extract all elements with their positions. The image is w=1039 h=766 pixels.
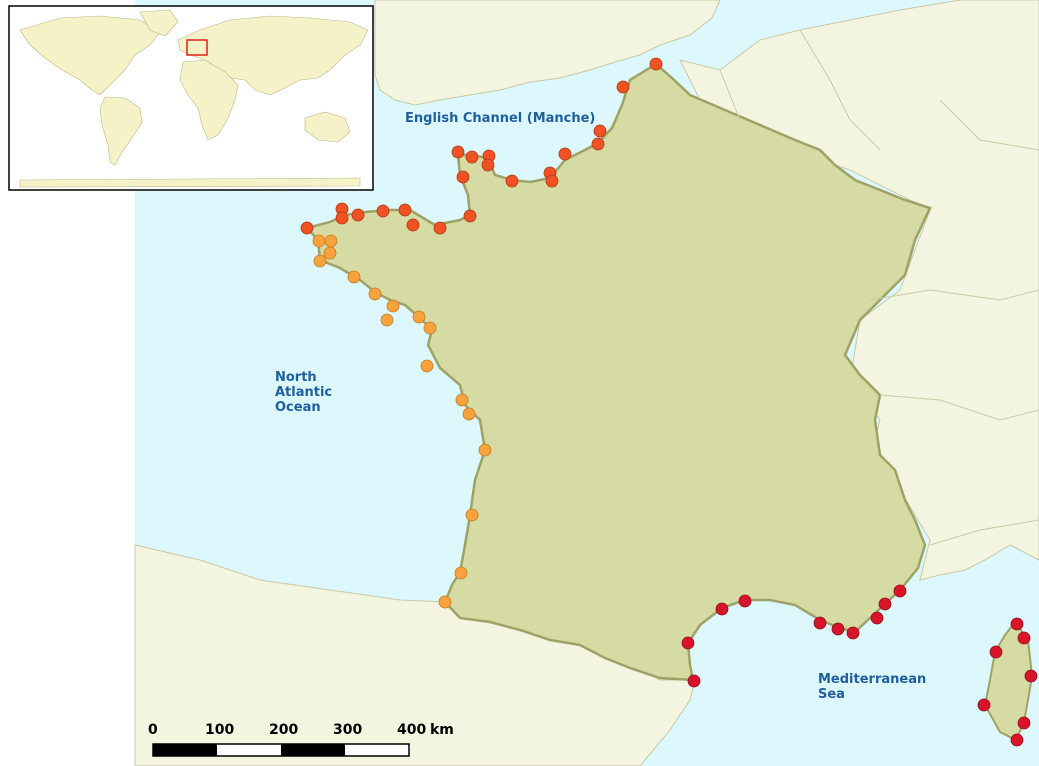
site-point (406, 218, 420, 232)
site-point (977, 698, 991, 712)
site-point (1017, 631, 1031, 645)
site-point (462, 407, 476, 421)
world-overview-icon (19, 15, 161, 96)
border-lines (719, 29, 1039, 546)
site-point (558, 147, 572, 161)
site-point (687, 674, 701, 688)
site-point (376, 204, 390, 218)
great-britain-land (374, 0, 721, 106)
site-point (347, 270, 361, 284)
site-point (813, 616, 827, 630)
scale-segment (281, 744, 345, 756)
site-point (681, 636, 695, 650)
site-point (423, 321, 437, 335)
site-point (386, 299, 400, 313)
site-point (989, 645, 1003, 659)
inset-highlight-box (186, 39, 208, 56)
scale-tick-100: 100 (205, 722, 234, 738)
site-point (412, 310, 426, 324)
site-point (505, 174, 519, 188)
site-point (463, 209, 477, 223)
site-point (1010, 733, 1024, 747)
scale-tick-200: 200 (269, 722, 298, 738)
site-point (433, 221, 447, 235)
site-point (454, 566, 468, 580)
inset-world-map (8, 5, 374, 191)
site-point (368, 287, 382, 301)
site-point (616, 80, 630, 94)
scale-segment (153, 744, 217, 756)
north-atlantic-label-1: North (275, 370, 317, 385)
site-point (1017, 716, 1031, 730)
site-point (323, 246, 337, 260)
site-point (312, 234, 326, 248)
atlantic-site-points (312, 234, 492, 609)
scale-tick-0: 0 (148, 722, 158, 738)
france-land (304, 62, 932, 682)
site-point (324, 234, 338, 248)
mediterranean-label-2: Sea (818, 687, 845, 702)
site-point (455, 393, 469, 407)
site-point (478, 443, 492, 457)
site-point (1010, 617, 1024, 631)
site-point (465, 150, 479, 164)
site-point (335, 211, 349, 225)
site-point (846, 626, 860, 640)
site-point (738, 594, 752, 608)
site-point (351, 208, 365, 222)
site-point (649, 57, 663, 71)
site-point (380, 313, 394, 327)
site-point (591, 137, 605, 151)
site-point (438, 595, 452, 609)
mediterranean-label-1: Mediterranean (818, 672, 926, 687)
site-point (456, 170, 470, 184)
scale-tick-300: 300 (333, 722, 362, 738)
scale-tick-400: 400 (397, 722, 426, 738)
site-point (465, 508, 479, 522)
mediterranean-site-points (681, 584, 1038, 747)
english-channel-label: English Channel (Manche) (405, 111, 595, 126)
site-point (481, 158, 495, 172)
site-point (545, 174, 559, 188)
site-point (593, 124, 607, 138)
site-point (398, 203, 412, 217)
site-point (878, 597, 892, 611)
site-point (870, 611, 884, 625)
north-atlantic-label-3: Ocean (275, 400, 321, 415)
neighbor-land-east (679, 0, 1039, 581)
site-point (313, 254, 327, 268)
scale-bar: 0 100 200 300 400 km (148, 722, 454, 757)
site-point (300, 221, 314, 235)
site-point (893, 584, 907, 598)
site-point (831, 622, 845, 636)
site-point (715, 602, 729, 616)
scale-unit: km (430, 722, 454, 738)
site-point (420, 359, 434, 373)
site-point (451, 145, 465, 159)
channel-site-points (300, 57, 663, 235)
north-atlantic-label-2: Atlantic (275, 385, 332, 400)
site-point (1024, 669, 1038, 683)
